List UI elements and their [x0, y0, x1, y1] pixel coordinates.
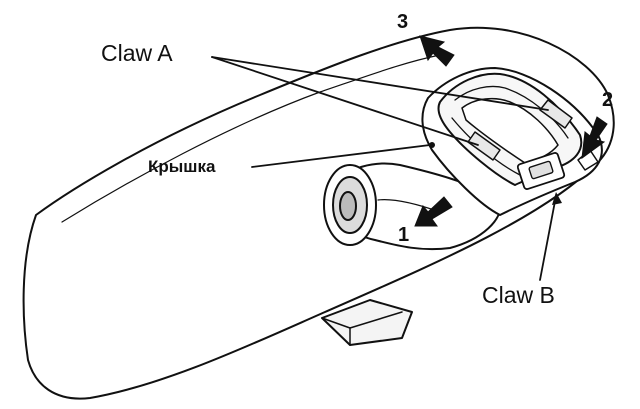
claw-a-leader-1: [211, 56, 549, 111]
mirror-inner-edge: [61, 54, 441, 223]
claw-a-label: Claw A: [101, 40, 173, 66]
step-2-label: 2: [602, 89, 614, 111]
claw-a-leader-2: [211, 56, 479, 146]
claw-b-leader: [539, 195, 557, 281]
arrow-icon: [414, 35, 608, 227]
mount-stem: [334, 162, 502, 251]
claw-a-clip-right: [539, 99, 573, 129]
cover-label: Крышка: [148, 157, 216, 176]
claw-b-label: Claw B: [482, 282, 555, 308]
arrow-3-icon: [419, 35, 455, 67]
arrow-1-icon: [414, 196, 453, 227]
step-1-label: 1: [398, 224, 410, 246]
claw-b-clip: [516, 149, 599, 190]
step-3-label: 3: [397, 11, 409, 33]
cover-leader: [251, 144, 431, 168]
arrow-2-icon: [581, 116, 608, 160]
claw-a-clip-left: [467, 131, 501, 161]
cover-opening: [461, 97, 559, 164]
